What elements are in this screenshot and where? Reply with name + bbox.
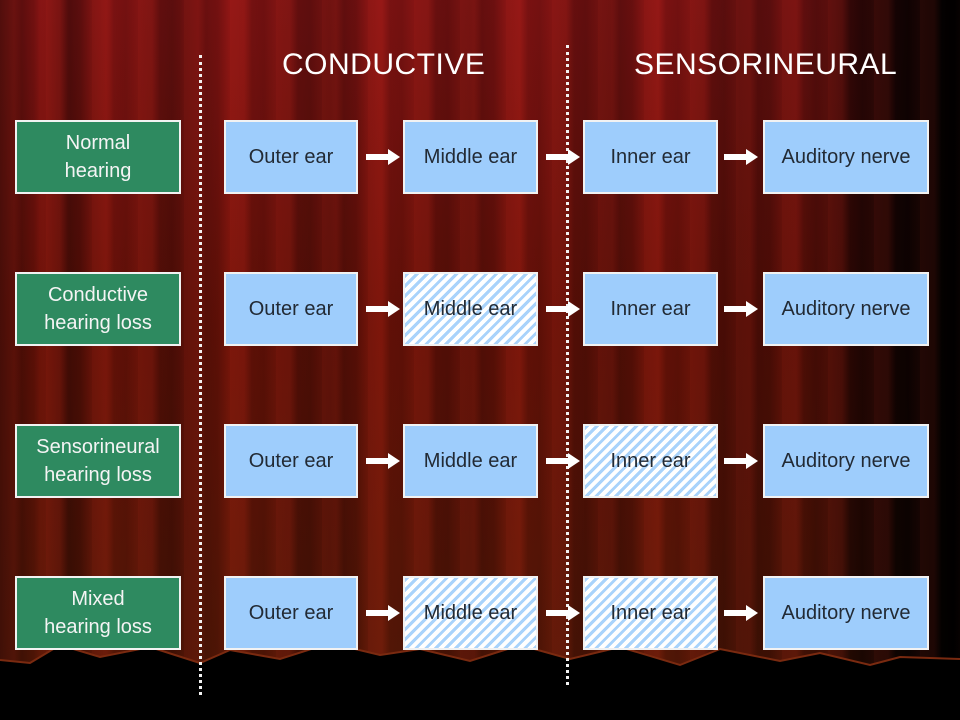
row-label: Conductive hearing loss xyxy=(15,272,181,346)
conductive-header: CONDUCTIVE xyxy=(282,48,486,81)
stage-box: Outer ear xyxy=(224,576,358,650)
stage-box: Middle ear xyxy=(403,272,538,346)
row-label: Normal hearing xyxy=(15,120,181,194)
row-label-line1: Sensorineural xyxy=(36,436,160,458)
stage-box: Outer ear xyxy=(224,120,358,194)
row-label-line1: Mixed xyxy=(71,588,125,610)
stage-box: Outer ear xyxy=(224,272,358,346)
row-label-line1: Normal xyxy=(65,132,131,154)
stage-floor xyxy=(0,641,960,720)
arrow-right-icon xyxy=(366,453,400,469)
arrow-right-icon xyxy=(546,605,580,621)
stage-box: Auditory nerve xyxy=(763,424,929,498)
stage-box: Inner ear xyxy=(583,424,718,498)
row-label-line2: hearing loss xyxy=(44,616,152,638)
stage-box: Outer ear xyxy=(224,424,358,498)
arrow-right-icon xyxy=(546,453,580,469)
row-label: Sensorineural hearing loss xyxy=(15,424,181,498)
stage-box: Auditory nerve xyxy=(763,120,929,194)
stage-box: Inner ear xyxy=(583,576,718,650)
stage-box: Inner ear xyxy=(583,120,718,194)
row-label-line2: hearing loss xyxy=(44,464,152,486)
arrow-right-icon xyxy=(366,605,400,621)
arrow-right-icon xyxy=(724,301,758,317)
row-label-line2: hearing loss xyxy=(44,312,152,334)
divider-left xyxy=(199,55,202,695)
stage-box: Middle ear xyxy=(403,424,538,498)
row-label-line2: hearing xyxy=(64,160,132,182)
arrow-right-icon xyxy=(724,605,758,621)
arrow-right-icon xyxy=(724,149,758,165)
arrow-right-icon xyxy=(546,301,580,317)
divider-middle xyxy=(566,45,569,685)
stage-box: Auditory nerve xyxy=(763,576,929,650)
row-label-line1: Conductive xyxy=(47,284,149,306)
sensorineural-header: SENSORINEURAL xyxy=(634,48,898,81)
stage-box: Inner ear xyxy=(583,272,718,346)
arrow-right-icon xyxy=(724,453,758,469)
arrow-right-icon xyxy=(366,149,400,165)
row-label: Mixed hearing loss xyxy=(15,576,181,650)
stage-box: Middle ear xyxy=(403,120,538,194)
stage-box: Auditory nerve xyxy=(763,272,929,346)
arrow-right-icon xyxy=(546,149,580,165)
stage-box: Middle ear xyxy=(403,576,538,650)
arrow-right-icon xyxy=(366,301,400,317)
